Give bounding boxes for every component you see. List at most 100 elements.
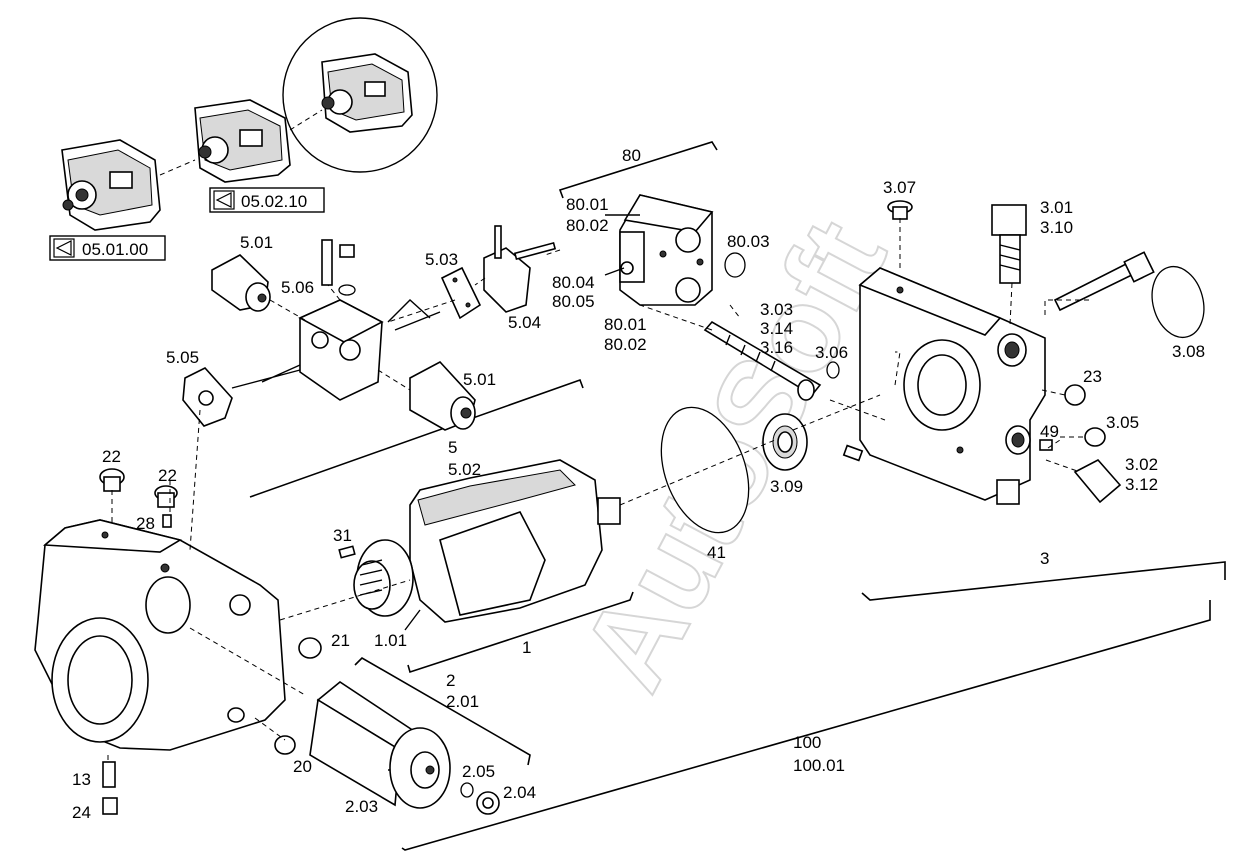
- label-5-05: 5.05: [166, 348, 199, 367]
- part-5-04-cover: [483, 225, 557, 313]
- label-80-04: 80.04: [552, 273, 595, 292]
- label-1: 1: [522, 638, 531, 657]
- label-80-03: 80.03: [727, 232, 770, 251]
- part-1-rotating-group: [353, 459, 621, 623]
- part-3-06-oring: [826, 361, 840, 379]
- part-3-09-bearing: [762, 413, 808, 471]
- label-22-a: 22: [102, 447, 121, 466]
- part-24-plug: [102, 797, 118, 815]
- label-100-01: 100.01: [793, 756, 845, 775]
- part-bolt: [1053, 251, 1155, 312]
- label-80: 80: [622, 146, 641, 165]
- label-5-03: 5.03: [425, 250, 458, 269]
- label-80-01-b: 80.01: [604, 315, 647, 334]
- part-20-plug: [274, 735, 296, 755]
- label-23: 23: [1083, 367, 1102, 386]
- part-housing: [34, 519, 286, 751]
- part-41-seal-ring: [660, 406, 750, 534]
- label-3-09: 3.09: [770, 477, 803, 496]
- part-3-01-relief-valve: [991, 204, 1027, 284]
- part-5-block: [298, 299, 384, 401]
- label-2-03: 2.03: [345, 797, 378, 816]
- label-1-01: 1.01: [374, 631, 407, 650]
- ref-button-05-01-00[interactable]: 05.01.00: [49, 235, 166, 261]
- bracket-100: [401, 600, 1211, 851]
- part-5-05-plate: [182, 364, 301, 427]
- part-80-03-oring: [724, 252, 746, 278]
- pump-thumbnail-1: [61, 139, 161, 231]
- label-80-01: 80.01: [566, 195, 609, 214]
- part-5-06-pin: [321, 239, 356, 296]
- part-5-01-solenoid-b: [409, 361, 476, 431]
- part-22-plug-b: [154, 485, 178, 508]
- label-13: 13: [72, 770, 91, 789]
- label-80-02: 80.02: [566, 216, 609, 235]
- label-3-08: 3.08: [1172, 342, 1205, 361]
- part-5-03-gasket: [440, 266, 482, 320]
- bracket-80: [558, 141, 718, 199]
- pump-thumbnail-3-circled: [282, 17, 438, 173]
- thumbnail-lead-lines: [159, 109, 323, 176]
- label-3-10: 3.10: [1040, 218, 1073, 237]
- part-31-pin: [338, 545, 356, 559]
- label-3-02: 3.02: [1125, 455, 1158, 474]
- label-2: 2: [446, 671, 455, 690]
- part-5-springs: [387, 299, 441, 331]
- part-21-plug: [298, 637, 322, 659]
- label-5-06: 5.06: [281, 278, 314, 297]
- leader-lines: [388, 214, 640, 771]
- label-3-12: 3.12: [1125, 475, 1158, 494]
- part-49-pin: [1039, 439, 1053, 451]
- ref-button-05-02-10[interactable]: 05.02.10: [209, 187, 325, 213]
- back-arrow-icon: [55, 240, 72, 256]
- part-5-01-solenoid-a: [211, 254, 271, 312]
- part-23-plug: [1064, 384, 1086, 406]
- part-3-05-plug: [1084, 427, 1106, 447]
- back-arrow-icon: [215, 192, 232, 208]
- label-49: 49: [1040, 422, 1059, 441]
- label-5-01-b: 5.01: [463, 370, 496, 389]
- part-80-valve-block: [619, 194, 714, 306]
- ref-label-05-01-00: 05.01.00: [82, 240, 148, 259]
- label-100: 100: [793, 733, 821, 752]
- part-2-03-cylinder: [309, 681, 451, 809]
- part-3-03-shaft: [703, 320, 822, 401]
- label-2-05: 2.05: [462, 762, 495, 781]
- label-3-06: 3.06: [815, 343, 848, 362]
- part-22-plug-a: [99, 468, 125, 492]
- label-20: 20: [293, 757, 312, 776]
- part-pin: [842, 444, 864, 462]
- pump-thumbnail-2: [194, 99, 291, 183]
- label-3-16: 3.16: [760, 338, 793, 357]
- ref-label-05-02-10: 05.02.10: [241, 192, 307, 211]
- bracket-2: [354, 657, 531, 766]
- part-28-screw: [162, 514, 172, 528]
- part-3-02-valve: [1073, 459, 1122, 504]
- part-3-07-plug: [887, 200, 913, 220]
- part-13-sleeve: [102, 761, 116, 788]
- label-5-01-a: 5.01: [240, 233, 273, 252]
- label-22-b: 22: [158, 466, 177, 485]
- label-80-05: 80.05: [552, 292, 595, 311]
- label-24: 24: [72, 803, 91, 822]
- bracket-5: [249, 378, 584, 498]
- label-21: 21: [331, 631, 350, 650]
- label-3: 3: [1040, 549, 1049, 568]
- label-41: 41: [707, 543, 726, 562]
- label-28: 28: [136, 514, 155, 533]
- part-3-08-seal: [1151, 265, 1205, 339]
- label-5-04: 5.04: [508, 313, 541, 332]
- label-3-14: 3.14: [760, 319, 793, 338]
- label-3-01: 3.01: [1040, 198, 1073, 217]
- label-3-03: 3.03: [760, 300, 793, 319]
- bracket-1: [407, 591, 634, 674]
- label-80-02-b: 80.02: [604, 335, 647, 354]
- bracket-3: [861, 561, 1226, 601]
- part-3-end-plate: [858, 267, 1046, 505]
- label-3-07: 3.07: [883, 178, 916, 197]
- label-2-01: 2.01: [446, 692, 479, 711]
- label-3-05: 3.05: [1106, 413, 1139, 432]
- part-2-04-nut: [476, 791, 500, 815]
